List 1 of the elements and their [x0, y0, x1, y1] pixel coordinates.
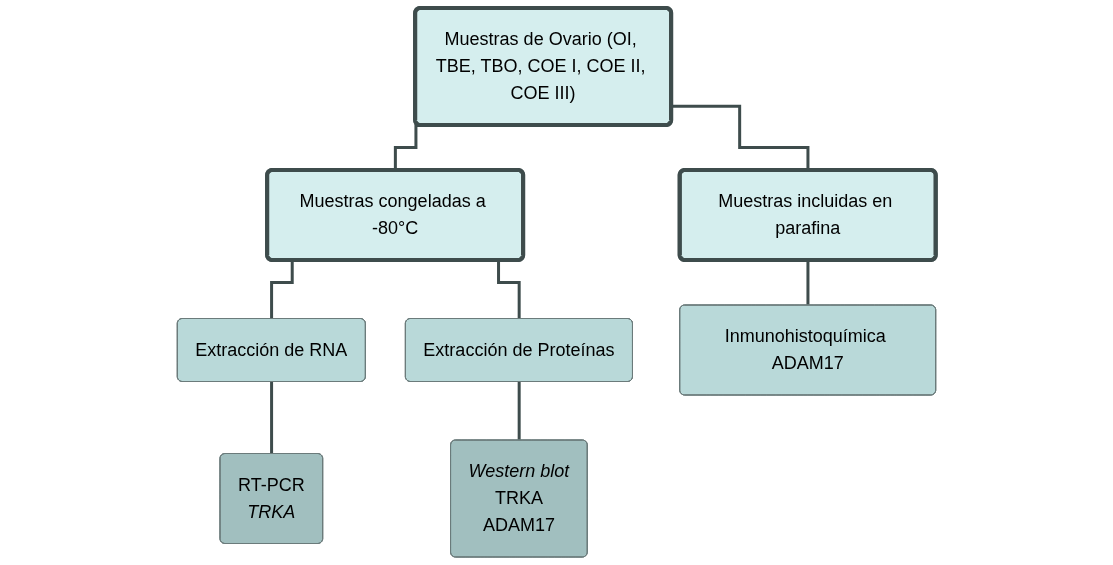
connector [517, 380, 521, 442]
